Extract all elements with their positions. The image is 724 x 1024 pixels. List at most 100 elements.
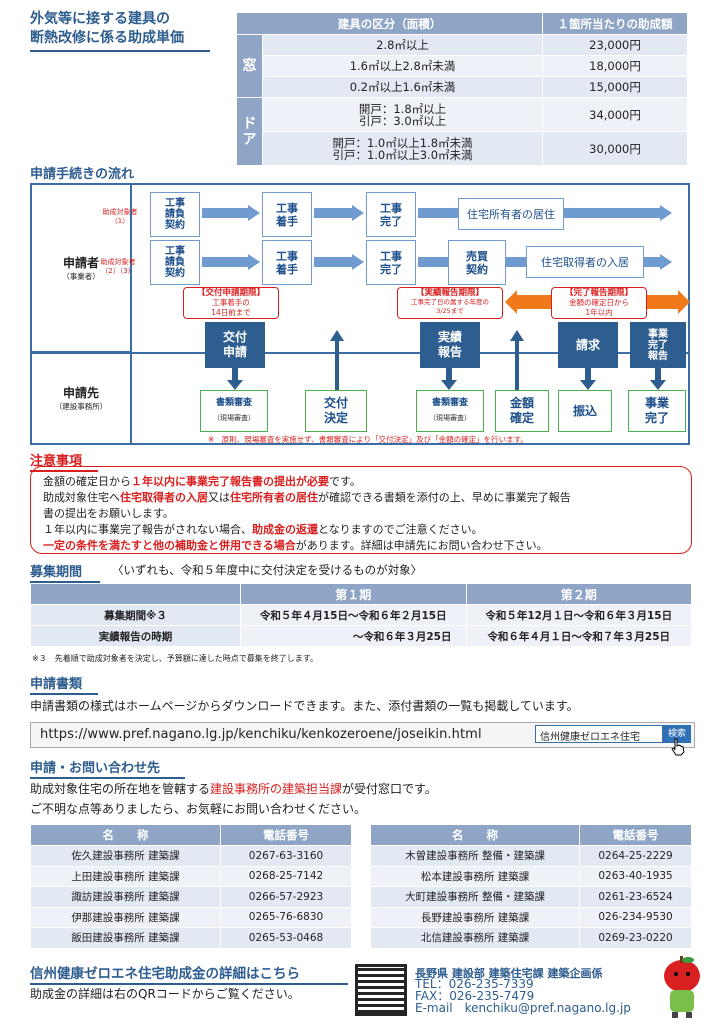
divider (130, 183, 132, 445)
complete-box: 工事 完了 (366, 240, 416, 285)
office-name: 伊那建設事務所 建築課 (30, 906, 221, 928)
deadline-report: 【実績報告期限】 工事完了日の属する年度の 3/25まで (397, 287, 503, 319)
start-box: 工事 着手 (262, 192, 312, 237)
office-name: 松本建設事務所 建築課 (369, 865, 581, 887)
payment-box: 振込 (558, 390, 612, 432)
grant-area: 開戸：1.8㎡以上 引戸：3.0㎡以上 (262, 97, 543, 132)
inquiry-title: 申請・お問い合わせ先 (30, 757, 185, 779)
review-box: 書類審査 （現場審査） (200, 390, 268, 432)
office-tel: 0265-53-0468 (219, 927, 353, 949)
docs-title: 申請書類 (30, 673, 98, 695)
grant-table: 建具の区分（面積） １箇所当たりの助成額 窓 2.8㎡以上 23,000円 1.… (236, 12, 688, 166)
grant-amount: 15,000円 (542, 76, 688, 98)
period-value: 令和５年12月１日～令和６年３月15日 (465, 604, 692, 626)
arrow (506, 257, 526, 267)
caution-line: 一定の条件を満たすと他の補助金と併用できる場合があります。詳細は申請先にお問い合… (43, 539, 548, 552)
office-name: 長野建設事務所 建築課 (369, 906, 581, 928)
office-tel: 0267-63-3160 (219, 845, 353, 867)
period-label: 実績報告の時期 (30, 625, 241, 647)
docs-text: 申請書類の様式はホームページからダウンロードできます。また、添付書類の一覧も掲載… (30, 699, 579, 713)
arrow (564, 208, 662, 218)
door-label: ド ア (236, 97, 263, 166)
applicant-lane: 申請者 （事業者） (30, 183, 130, 353)
grant-amount: 30,000円 (542, 131, 688, 166)
office-name: 飯田建設事務所 建築課 (30, 927, 221, 949)
grant-amount: 18,000円 (542, 55, 688, 77)
arrow-down-icon (650, 380, 666, 390)
complete-box: 工事 完了 (366, 192, 416, 237)
review-box: 書類審査 （現場審査） (416, 390, 484, 432)
arrow-left-icon (505, 290, 517, 314)
search-input[interactable]: 信州健康ゼロエネ住宅 (535, 725, 663, 743)
arrow-head-icon (248, 254, 260, 270)
arrow (418, 208, 458, 218)
apply-box: 交付 申請 (205, 322, 265, 368)
arrow-head-icon (660, 254, 672, 270)
done-box: 事業 完了 (628, 390, 686, 432)
arrow-right-icon (678, 290, 690, 314)
caution-line: 金額の確定日から１年以内に事業完了報告書の提出が必要です。 (43, 475, 361, 488)
grant-area: 2.8㎡以上 (262, 34, 543, 56)
deadline-apply: 【交付申請期限】 工事着手の 14日前まで (183, 287, 279, 319)
grant-area: 0.2㎡以上1.6㎡未満 (262, 76, 543, 98)
arrow (202, 208, 250, 218)
grant-col-amount: １箇所当たりの助成額 (542, 12, 688, 35)
period-title: 募集期間 (30, 561, 100, 583)
grant-area: 1.6㎡以上2.8㎡未満 (262, 55, 543, 77)
arrow (335, 340, 339, 390)
buyer-moving-box: 住宅取得者の入居 (526, 246, 644, 278)
grant-amount: 34,000円 (542, 97, 688, 132)
arrow-down-icon (580, 380, 596, 390)
period-subtitle: 〈いずれも、令和５年度中に交付決定を受けるものが対象〉 (112, 563, 423, 577)
contract-box: 工事 請負 契約 (150, 192, 200, 237)
grant-amount: 23,000円 (542, 34, 688, 56)
footer-title: 信州健康ゼロエネ住宅助成金の詳細はこちら (30, 962, 348, 985)
flow-note: ※ 原則、現場審査を実施せず、書類審査により「交付決定」及び「金額の確定」を行い… (208, 435, 528, 444)
arrow (644, 257, 662, 267)
office-name: 大町建設事務所 整備・建築課 (369, 886, 581, 908)
docs-url-link[interactable]: https://www.pref.nagano.lg.jp/kenchiku/k… (40, 727, 482, 742)
page-title: 外気等に接する建具の 断熱改修に係る助成単価 (30, 10, 210, 52)
period-value: ～令和６年３月25日 (240, 625, 467, 647)
window-label: 窓 (236, 34, 263, 98)
search-button[interactable]: 検索 (663, 725, 691, 743)
decision-box: 交付 決定 (305, 390, 367, 432)
office-name: 佐久建設事務所 建築課 (30, 845, 221, 867)
arrow (655, 368, 661, 382)
caution-title: 注意事項 (30, 450, 98, 472)
period-value: 令和６年４月１日～令和７年３月25日 (465, 625, 692, 647)
done-report-box: 事業 完了 報告 (630, 322, 686, 368)
arrow (314, 257, 354, 267)
purchase-box: 売買 契約 (448, 240, 506, 285)
hand-cursor-icon (671, 738, 685, 756)
arrow-head-icon (248, 205, 260, 221)
office-tel: 0264-25-2229 (579, 845, 692, 867)
caution-line: 助成対象住宅へ住宅取得者の入居又は住宅所有者の居住が確認できる書類を添付の上、早… (43, 491, 571, 504)
period-h2: 第２期 (465, 583, 692, 605)
report-box: 実績 報告 (420, 322, 480, 368)
arrow (232, 368, 238, 382)
arrow-up-icon (330, 330, 344, 341)
divider (30, 352, 690, 354)
office-tel: 0268-25-7142 (219, 865, 353, 887)
caution-box: 金額の確定日から１年以内に事業完了報告書の提出が必要です。 助成対象住宅へ住宅取… (30, 466, 692, 554)
deadline-completion: 【完了報告期限】 金額の確定日から 1年以内 (551, 287, 647, 319)
qr-code-icon[interactable] (355, 964, 407, 1016)
arrow (585, 368, 591, 382)
period-table: 第１期 第２期 募集期間※３ 令和５年４月15日～令和６年２月15日 令和５年1… (30, 583, 692, 647)
footer-contact: TEL：026-235-7339 FAX：026-235-7479 E-mail… (415, 977, 631, 1015)
caution-line: １年以内に事業完了報告がされない場合、助成金の返還となりますのでご注意ください。 (43, 523, 483, 536)
contract-box: 工事 請負 契約 (150, 240, 200, 285)
target-1-label: 助成対象者 （1） (102, 208, 138, 225)
arrow-down-icon (441, 380, 457, 390)
arrow (202, 257, 250, 267)
office-tel: 0265-76-6830 (219, 906, 353, 928)
apple-mascot-icon (664, 956, 700, 1018)
target-2-label: 助成対象者 （2）（3） (100, 258, 136, 275)
arrow (314, 208, 354, 218)
arrow-head-icon (352, 205, 364, 221)
office-tel: 0266-57-2923 (219, 886, 353, 908)
inquiry-line: ご不明な点等ありましたら、お気軽にお問い合わせください。 (30, 802, 367, 816)
owner-living-box: 住宅所有者の居住 (458, 198, 564, 230)
amount-fix-box: 金額 確定 (495, 390, 549, 432)
